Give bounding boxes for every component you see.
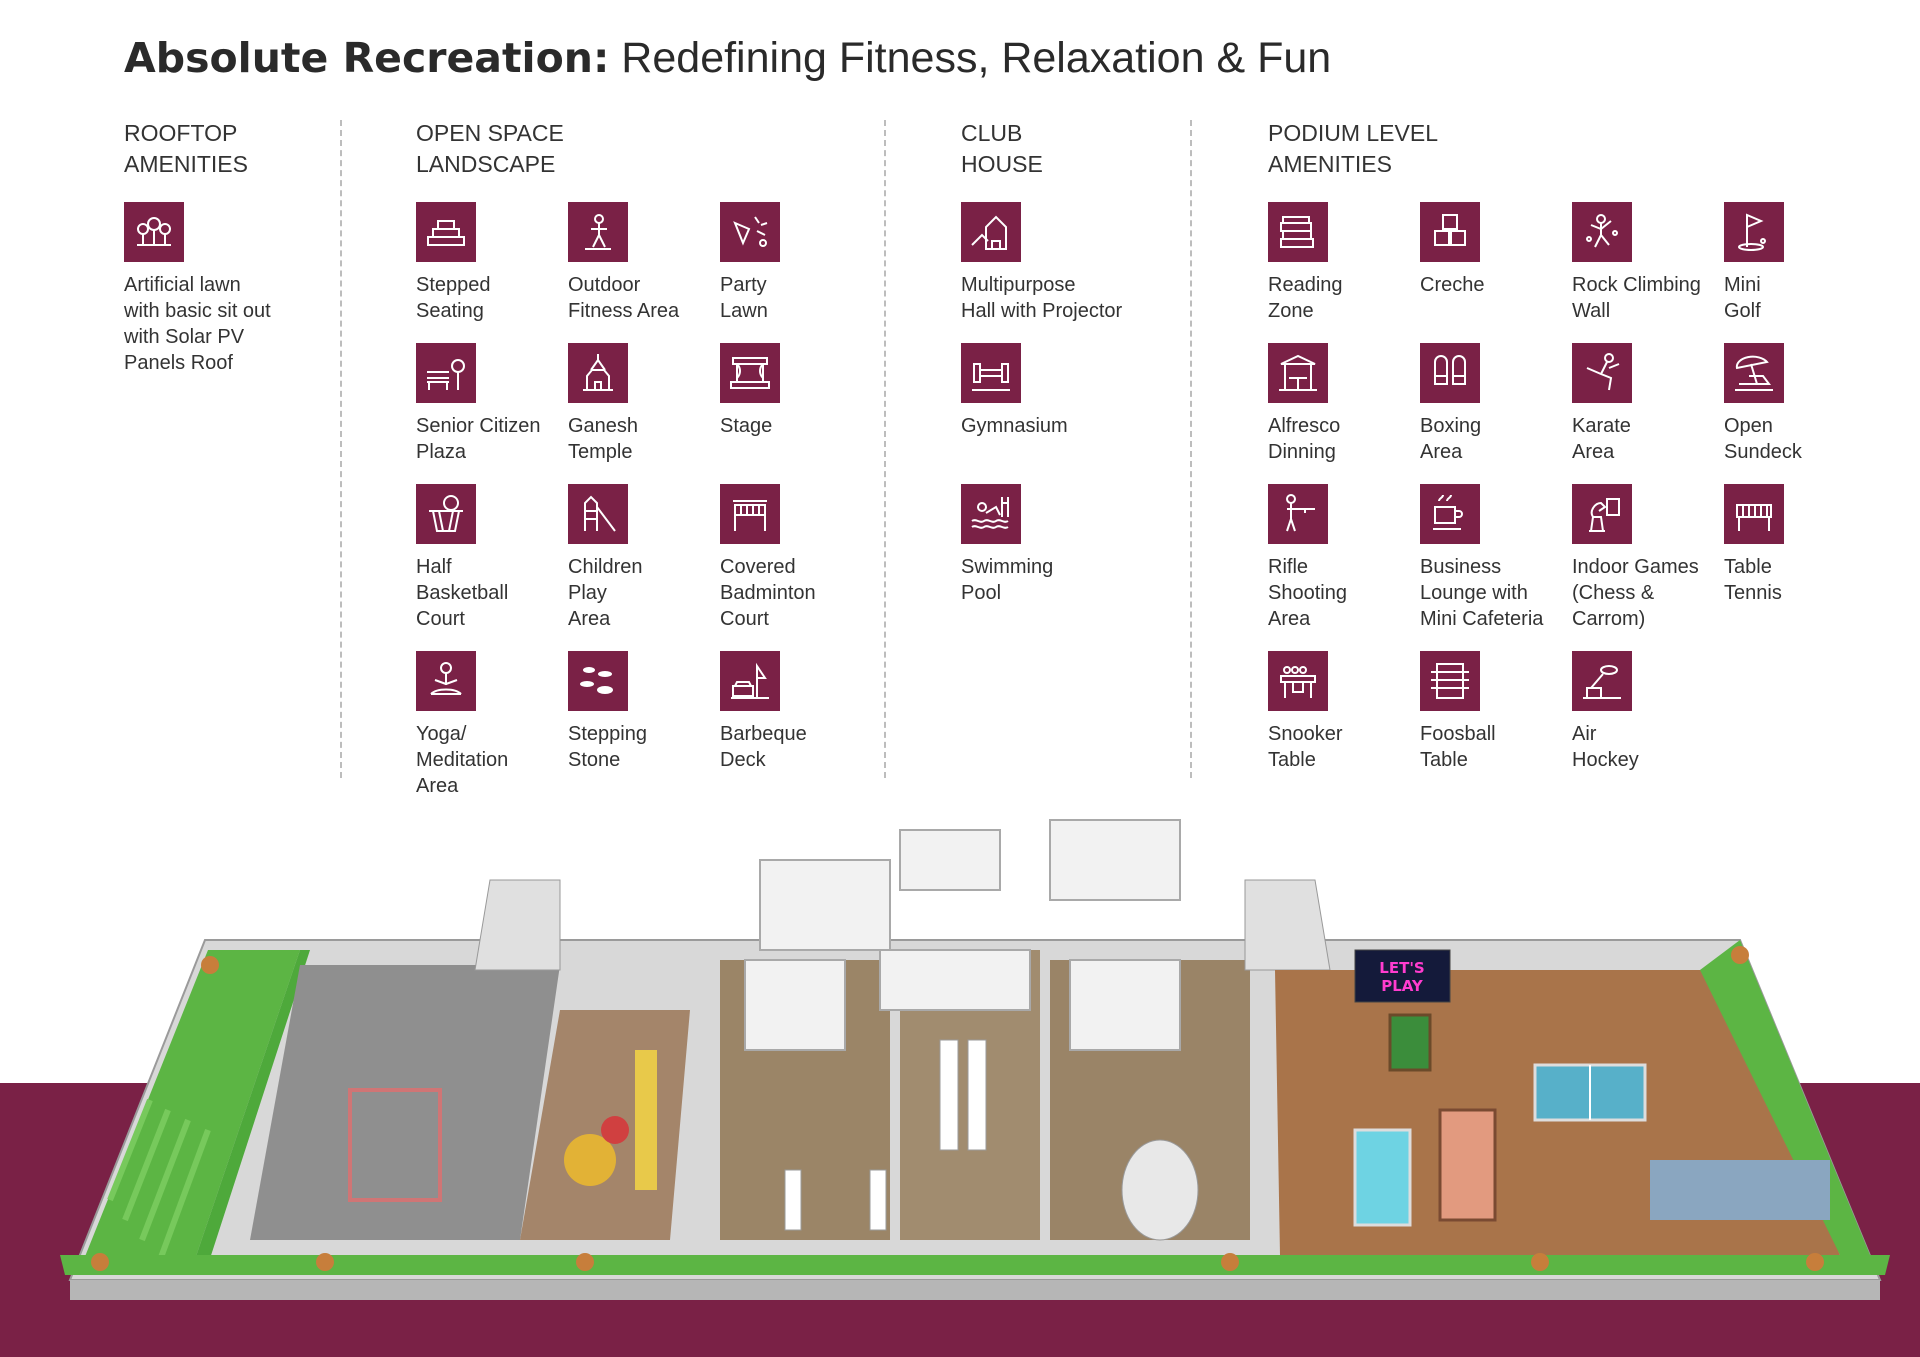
- staircase-left: [474, 879, 561, 971]
- club-house-heading: CLUB HOUSE: [961, 120, 1043, 177]
- amenity-stage: Stage: [720, 343, 885, 439]
- gazebo-icon: [1268, 343, 1328, 403]
- barbeque-icon: [720, 651, 780, 711]
- sun-loungers: [1650, 1160, 1830, 1220]
- climbing-wall: [635, 1050, 657, 1190]
- foosball-table: [1388, 1013, 1432, 1072]
- divider: [884, 120, 886, 778]
- play-structure: [564, 1134, 616, 1186]
- books-icon: [1268, 202, 1328, 262]
- amenity-multipurpose-hall: Multipurpose Hall with Projector: [961, 202, 1126, 324]
- amenity-half-basketball-court: Half Basketball Court: [416, 484, 581, 632]
- dining-table: [1121, 1139, 1199, 1241]
- umbrella-chair-icon: [1724, 343, 1784, 403]
- title-bold: Absolute Recreation:: [124, 34, 610, 82]
- amenity-gymnasium: Gymnasium: [961, 343, 1126, 439]
- amenity-boxing-area: Boxing Area: [1420, 343, 1585, 465]
- outdoor-fitness-icon: [568, 202, 628, 262]
- amenity-alfresco-dinning: Alfresco Dinning: [1268, 343, 1433, 465]
- amenity-business-lounge: Business Lounge with Mini Cafeteria: [1420, 484, 1585, 632]
- slab-edge: [70, 1280, 1880, 1300]
- dumbbell-icon: [961, 343, 1021, 403]
- amenity-karate-area: Karate Area: [1572, 343, 1737, 465]
- stepped-seating-icon: [416, 202, 476, 262]
- amenity-creche: Creche: [1420, 202, 1585, 298]
- swimmer-icon: [961, 484, 1021, 544]
- trees-icon: [124, 202, 184, 262]
- climber-icon: [1572, 202, 1632, 262]
- open-space-heading: OPEN SPACE LANDSCAPE: [416, 120, 564, 177]
- lawn-edge: [190, 950, 310, 1274]
- staircase-right: [1244, 879, 1331, 971]
- lets-play-sign: [1354, 949, 1451, 1003]
- divider: [340, 120, 342, 778]
- title-rest: Redefining Fitness, Relaxation & Fun: [609, 34, 1332, 82]
- foosball-icon: [1420, 651, 1480, 711]
- slide-icon: [568, 484, 628, 544]
- karate-icon: [1572, 343, 1632, 403]
- divider: [1190, 120, 1192, 778]
- chess-icon: [1572, 484, 1632, 544]
- bench-tree-icon: [416, 343, 476, 403]
- air-hockey-table: [1353, 1128, 1412, 1227]
- grey-activity-area: [250, 965, 560, 1240]
- room-block: [759, 859, 891, 951]
- white-table: [939, 1039, 959, 1151]
- amenity-table-tennis: Table Tennis: [1724, 484, 1889, 606]
- rifle-icon: [1268, 484, 1328, 544]
- amenity-barbeque-deck: Barbeque Deck: [720, 651, 885, 773]
- amenity-rock-climbing-wall: Rock Climbing Wall: [1572, 202, 1737, 324]
- net-icon: [720, 484, 780, 544]
- amenity-reading-zone: Reading Zone: [1268, 202, 1433, 324]
- snooker-icon: [1268, 651, 1328, 711]
- amenity-rifle-shooting: Rifle Shooting Area: [1268, 484, 1433, 632]
- amenity-swimming-pool: Swimming Pool: [961, 484, 1126, 606]
- amenity-stepping-stone: Stepping Stone: [568, 651, 733, 773]
- blocks-icon: [1420, 202, 1480, 262]
- yoga-icon: [416, 651, 476, 711]
- amenity-outdoor-fitness: Outdoor Fitness Area: [568, 202, 733, 324]
- golf-flag-icon: [1724, 202, 1784, 262]
- court-lines: [348, 1088, 442, 1202]
- temple-icon: [568, 343, 628, 403]
- amenity-snooker-table: Snooker Table: [1268, 651, 1433, 773]
- amenity-air-hockey: Air Hockey: [1572, 651, 1737, 773]
- air-hockey-icon: [1572, 651, 1632, 711]
- stones-icon: [568, 651, 628, 711]
- amenity-artificial-lawn: Artificial lawn with basic sit out with …: [124, 202, 289, 376]
- amenity-foosball-table: Foosball Table: [1420, 651, 1585, 773]
- amenity-stepped-seating: Stepped Seating: [416, 202, 581, 324]
- table-tennis-icon: [1724, 484, 1784, 544]
- party-icon: [720, 202, 780, 262]
- amenity-yoga-meditation: Yoga/ Meditation Area: [416, 651, 581, 799]
- room-block: [1049, 819, 1181, 901]
- amenity-ganesh-temple: Ganesh Temple: [568, 343, 733, 465]
- podium-heading: PODIUM LEVEL AMENITIES: [1268, 120, 1438, 177]
- amenity-open-sundeck: Open Sundeck: [1724, 343, 1889, 465]
- amenity-senior-citizen-plaza: Senior Citizen Plaza: [416, 343, 581, 465]
- boxing-gloves-icon: [1420, 343, 1480, 403]
- page-title: Absolute Recreation: Redefining Fitness,…: [124, 34, 1331, 83]
- snooker-table: [1438, 1108, 1497, 1222]
- hall-icon: [961, 202, 1021, 262]
- rooftop-heading: ROOFTOP AMENITIES: [124, 120, 248, 177]
- amenity-mini-golf: Mini Golf: [1724, 202, 1889, 324]
- bottom-lawn: [60, 1255, 1890, 1275]
- amenity-party-lawn: Party Lawn: [720, 202, 885, 324]
- basketball-icon: [416, 484, 476, 544]
- amenity-covered-badminton-court: Covered Badminton Court: [720, 484, 885, 632]
- amenity-indoor-games: Indoor Games (Chess & Carrom): [1572, 484, 1737, 632]
- lounge-icon: [1420, 484, 1480, 544]
- stage-icon: [720, 343, 780, 403]
- amenity-children-play-area: Children Play Area: [568, 484, 733, 632]
